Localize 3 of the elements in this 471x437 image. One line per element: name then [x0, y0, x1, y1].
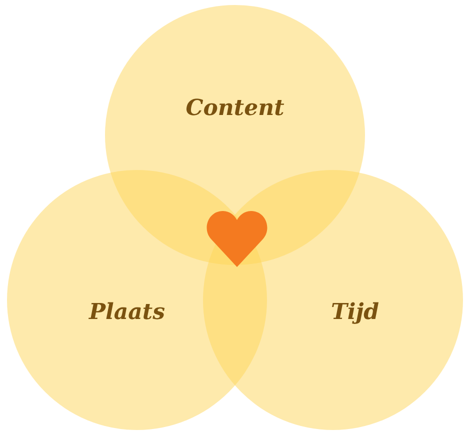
circle-label: Content: [186, 95, 284, 121]
circle-label: Plaats: [89, 299, 165, 325]
circle-label: Tijd: [330, 299, 380, 325]
